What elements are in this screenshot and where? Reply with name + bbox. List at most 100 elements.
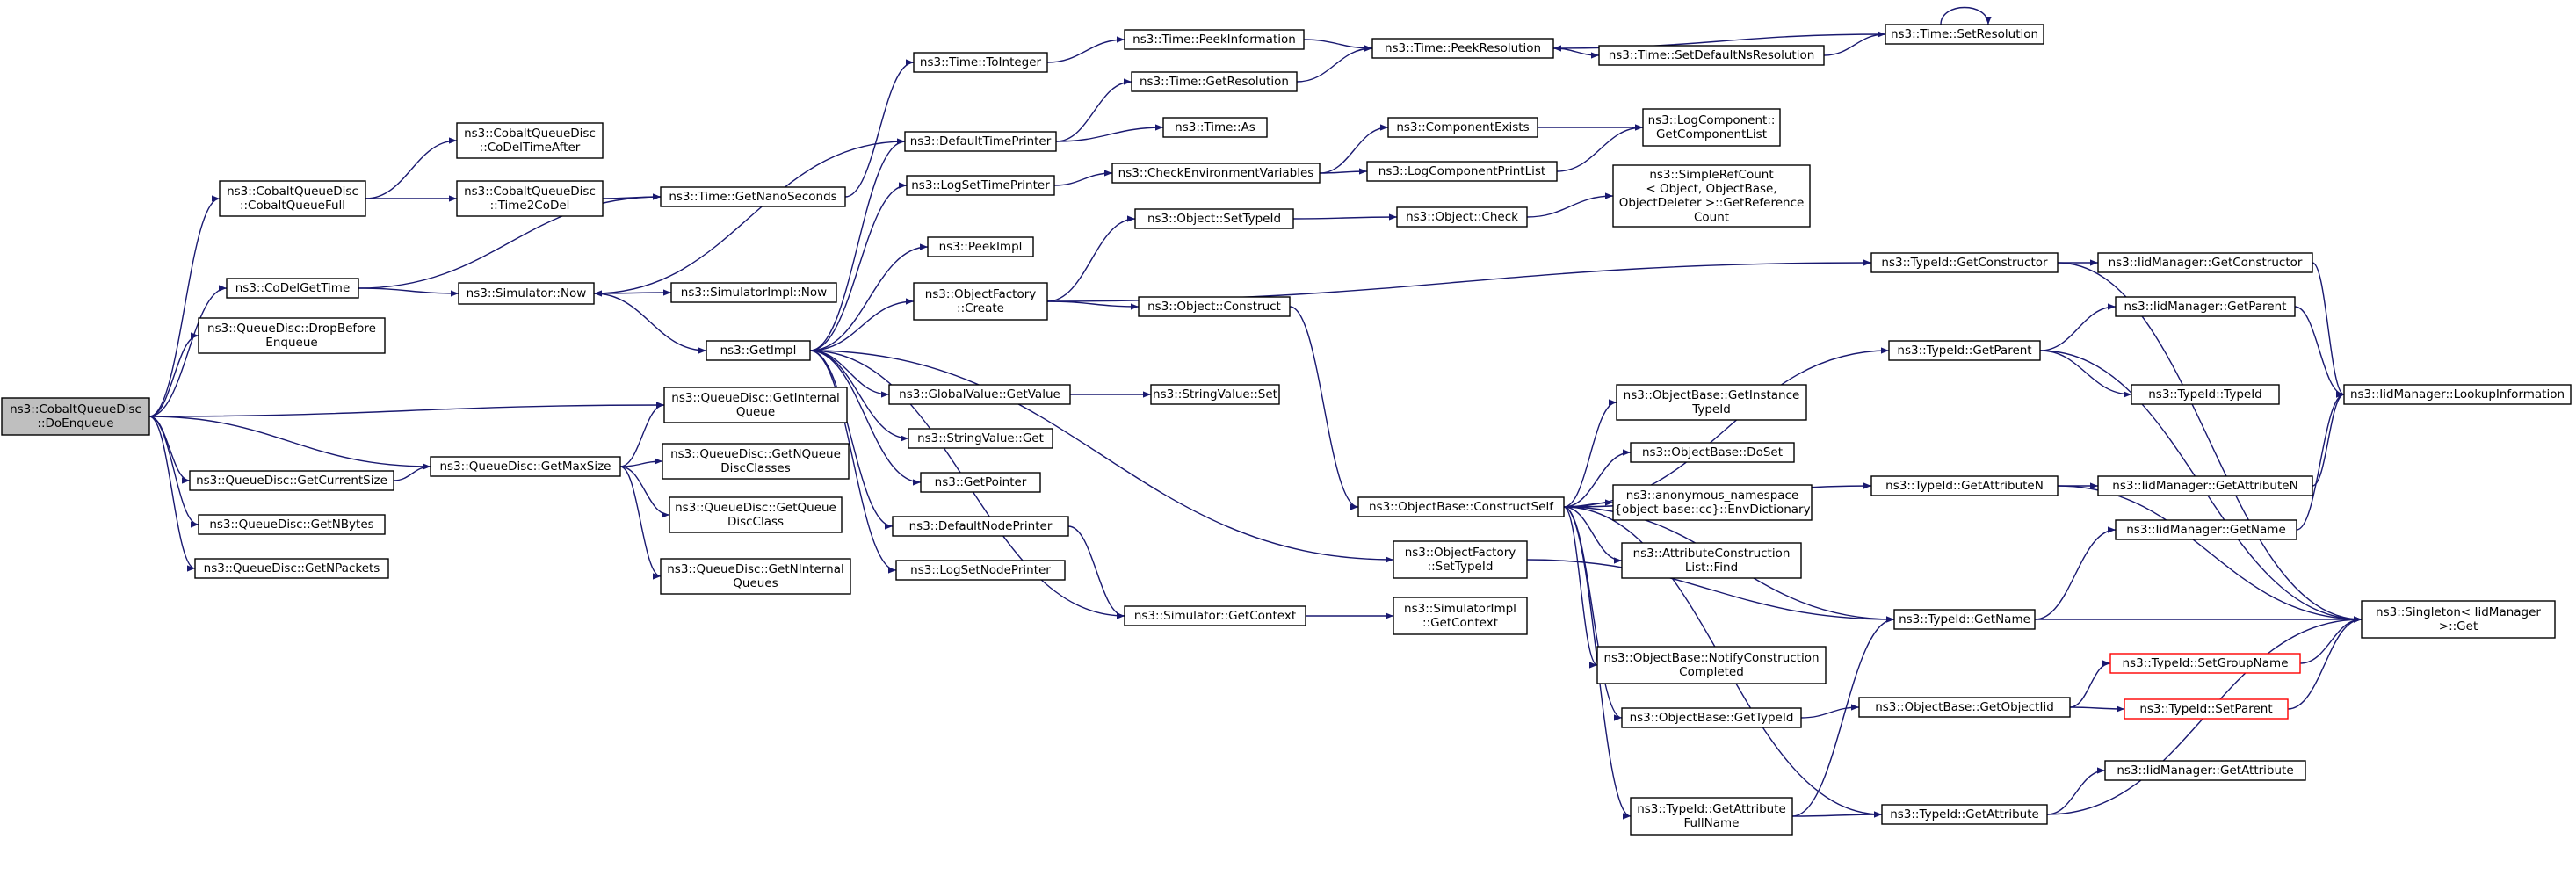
edge-line xyxy=(602,193,662,200)
node-objsettypeid[interactable]: ns3::Object::SetTypeId xyxy=(1134,208,1294,229)
node-objbgettid[interactable]: ns3::ObjectBase::GetTypeId xyxy=(1621,707,1802,728)
node-getpointer[interactable]: ns3::GetPointer xyxy=(920,472,1041,493)
node-time2codel[interactable]: ns3::CobaltQueueDisc::Time2CoDel xyxy=(456,180,604,217)
node-strvalget[interactable]: ns3::StringValue::Get xyxy=(908,428,1053,449)
node-simplerefcount[interactable]: ns3::SimpleRefCount< Object, ObjectBase,… xyxy=(1612,164,1811,228)
node-simnow[interactable]: ns3::Simulator::Now xyxy=(458,282,595,305)
node-strvalset[interactable]: ns3::StringValue::Set xyxy=(1150,384,1280,405)
node-logsettime[interactable]: ns3::LogSetTimePrinter xyxy=(906,175,1055,196)
node-objconstruct[interactable]: ns3::Object::Construct xyxy=(1138,296,1291,317)
node-iidgetattr[interactable]: ns3::IidManager::GetAttribute xyxy=(2104,760,2306,781)
node-timesetres[interactable]: ns3::Time::SetResolution xyxy=(1885,24,2044,45)
node-logcompprint[interactable]: ns3::LogComponentPrintList xyxy=(1366,161,1558,182)
node-peekinfo[interactable]: ns3::Time::PeekInformation xyxy=(1124,29,1305,50)
node-getnpackets[interactable]: ns3::QueueDisc::GetNPackets xyxy=(194,558,389,579)
node-logsetnode[interactable]: ns3::LogSetNodePrinter xyxy=(895,560,1066,581)
node-iidgetname[interactable]: ns3::IidManager::GetName xyxy=(2115,519,2297,540)
node-objcheck[interactable]: ns3::Object::Check xyxy=(1396,206,1528,228)
edge-line xyxy=(809,350,922,486)
node-cqfull[interactable]: ns3::CobaltQueueDisc::CobaltQueueFull xyxy=(219,180,366,217)
node-globalval[interactable]: ns3::GlobalValue::GetValue xyxy=(888,384,1071,405)
node-box xyxy=(194,558,389,579)
node-label: ns3::TypeId::GetAttribute xyxy=(1637,802,1786,816)
node-box xyxy=(1150,384,1280,405)
node-label: ns3::ComponentExists xyxy=(1396,120,1529,134)
edge-line xyxy=(1296,45,1373,83)
node-tidsetgroup[interactable]: ns3::TypeId::SetGroupName xyxy=(2109,653,2301,674)
edge-line xyxy=(1823,31,1886,56)
node-getimpl[interactable]: ns3::GetImpl xyxy=(706,340,811,361)
node-label: ns3::IidManager::GetParent xyxy=(2124,300,2287,314)
node-box xyxy=(895,560,1066,581)
node-codeltimeafter[interactable]: ns3::CobaltQueueDisc::CoDelTimeAfter xyxy=(456,122,604,159)
node-simimplctx[interactable]: ns3::SimulatorImpl::GetContext xyxy=(1393,597,1528,635)
node-simimplnow[interactable]: ns3::SimulatorImpl::Now xyxy=(670,282,837,303)
node-getnanosec[interactable]: ns3::Time::GetNanoSeconds xyxy=(660,186,846,207)
node-setdefns[interactable]: ns3::Time::SetDefaultNsResolution xyxy=(1598,45,1825,66)
node-layer: ns3::CobaltQueueDisc::DoEnqueue ns3::Coba… xyxy=(1,24,2572,836)
node-label: DiscClass xyxy=(727,515,784,529)
node-toint[interactable]: ns3::Time::ToInteger xyxy=(913,52,1048,73)
node-iidgetctor[interactable]: ns3::IidManager::GetConstructor xyxy=(2097,252,2313,273)
edge-deftimeprinter-to-timeas xyxy=(1055,124,1164,142)
node-tidtid[interactable]: ns3::TypeId::TypeId xyxy=(2131,384,2280,405)
node-singleton[interactable]: ns3::Singleton< IidManager>::Get xyxy=(2361,600,2556,639)
node-tidgetattrn[interactable]: ns3::TypeId::GetAttributeN xyxy=(1870,475,2059,496)
node-peekimpl[interactable]: ns3::PeekImpl xyxy=(927,236,1034,257)
node-getnbytes[interactable]: ns3::QueueDisc::GetNBytes xyxy=(198,514,386,535)
node-label: ObjectDeleter >::GetReference xyxy=(1619,196,1805,210)
node-label: List::Find xyxy=(1685,561,1738,575)
node-getobjtid[interactable]: ns3::ObjectBase::GetObjectIid xyxy=(1858,697,2071,718)
node-tidgetparent[interactable]: ns3::TypeId::GetParent xyxy=(1888,340,2041,361)
node-label: ns3::StringValue::Get xyxy=(917,431,1044,445)
node-objfactcreate[interactable]: ns3::ObjectFactory::Create xyxy=(913,282,1048,321)
node-codelget[interactable]: ns3::CoDelGetTime xyxy=(226,278,359,299)
node-deftimeprinter[interactable]: ns3::DefaultTimePrinter xyxy=(904,131,1057,152)
node-tidgetattr[interactable]: ns3::TypeId::GetAttribute xyxy=(1881,804,2048,825)
node-label: TypeId xyxy=(1691,402,1731,416)
node-simgetctx[interactable]: ns3::Simulator::GetContext xyxy=(1124,605,1306,626)
node-logcompgetlist[interactable]: ns3::LogComponent::GetComponentList xyxy=(1642,108,1781,147)
node-getmaxsize[interactable]: ns3::QueueDisc::GetMaxSize xyxy=(430,456,621,477)
node-label: ns3::QueueDisc::DropBefore xyxy=(207,322,376,336)
node-tidsetparent[interactable]: ns3::TypeId::SetParent xyxy=(2124,698,2289,720)
edge-line xyxy=(2312,262,2345,398)
node-getres[interactable]: ns3::Time::GetResolution xyxy=(1131,71,1298,92)
node-envdict[interactable]: ns3::anonymous_namespace{object-base::cc… xyxy=(1612,484,1813,521)
node-iidlookup[interactable]: ns3::IidManager::LookupInformation xyxy=(2343,384,2572,405)
node-label: ns3::Object::SetTypeId xyxy=(1147,212,1281,226)
node-getcursize[interactable]: ns3::QueueDisc::GetCurrentSize xyxy=(189,470,394,491)
node-iidgetattrn[interactable]: ns3::IidManager::GetAttributeN xyxy=(2097,475,2313,496)
node-tidgetname[interactable]: ns3::TypeId::GetName xyxy=(1893,609,2036,630)
node-box xyxy=(913,282,1048,321)
edge-getmaxsize-to-getqueuecls xyxy=(619,466,670,518)
node-objfactsettid[interactable]: ns3::ObjectFactory::SetTypeId xyxy=(1393,540,1528,579)
node-defnodeprinter[interactable]: ns3::DefaultNodePrinter xyxy=(892,516,1069,537)
node-compexists[interactable]: ns3::ComponentExists xyxy=(1387,117,1538,138)
edge-root-to-getmaxsize xyxy=(148,416,431,470)
node-notifyconst[interactable]: ns3::ObjectBase::NotifyConstructionCompl… xyxy=(1596,646,1827,684)
node-doset[interactable]: ns3::ObjectBase::DoSet xyxy=(1630,442,1795,463)
edge-line xyxy=(1526,192,1614,218)
node-peekres[interactable]: ns3::Time::PeekResolution xyxy=(1371,38,1554,59)
node-tidgetctor[interactable]: ns3::TypeId::GetConstructor xyxy=(1870,252,2059,273)
node-box xyxy=(2104,760,2306,781)
edge-line xyxy=(365,137,458,199)
node-label: Queues xyxy=(733,576,778,590)
node-root[interactable]: ns3::CobaltQueueDisc::DoEnqueue xyxy=(1,397,150,436)
node-timeas[interactable]: ns3::Time::As xyxy=(1162,117,1268,138)
node-label: ns3::TypeId::GetAttribute xyxy=(1890,807,2039,821)
node-checkenv[interactable]: ns3::CheckEnvironmentVariables xyxy=(1111,163,1321,184)
node-iidgetparent[interactable]: ns3::IidManager::GetParent xyxy=(2115,296,2296,317)
node-constructself[interactable]: ns3::ObjectBase::ConstructSelf xyxy=(1357,496,1565,517)
edge-line xyxy=(1055,124,1164,142)
